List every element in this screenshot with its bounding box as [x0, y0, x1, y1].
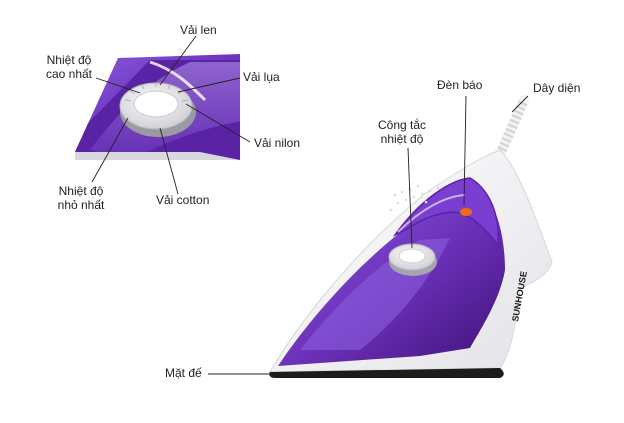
temperature-dial	[388, 243, 437, 276]
label-nhiet-do-nho-nhat: Nhiệt độ nhỏ nhất	[57, 184, 105, 212]
iron-soleplate	[269, 368, 504, 378]
leader-lines	[91, 35, 529, 375]
iron-handle	[392, 177, 499, 247]
indicator-light	[460, 208, 472, 216]
label-day-dien: Dây diện	[533, 81, 581, 95]
label-vai-cotton: Vải cotton	[156, 193, 210, 207]
label-vai-lua: Vải lụa	[243, 70, 280, 84]
label-den-bao: Đèn báo	[437, 78, 483, 92]
label-nhiet-do-cao-nhat: Nhiệt độ cao nhất	[45, 53, 93, 81]
leader-cong-tac	[407, 147, 413, 249]
leader-nhiet-do-nho-nhat	[91, 117, 129, 183]
leader-vai-cotton	[159, 127, 179, 195]
spray-holes	[389, 184, 440, 212]
label-vai-len: Vải len	[180, 23, 217, 37]
steam-iron: SUNHOUSE	[269, 95, 553, 378]
leader-den-bao	[463, 95, 467, 206]
leader-day-dien	[511, 95, 529, 113]
leader-vai-nilon	[185, 103, 251, 143]
leader-vai-lua	[177, 77, 241, 93]
leader-nhiet-do-cao-nhat	[95, 77, 141, 94]
dial-closeup-inset	[75, 54, 240, 160]
label-cong-tac-nhiet-do: Công tắc nhiệt độ	[377, 118, 427, 146]
label-mat-de: Mặt đế	[165, 366, 202, 380]
leader-vai-len	[159, 35, 197, 86]
power-cord	[497, 95, 529, 155]
label-vai-nilon: Vải nilon	[254, 136, 301, 150]
